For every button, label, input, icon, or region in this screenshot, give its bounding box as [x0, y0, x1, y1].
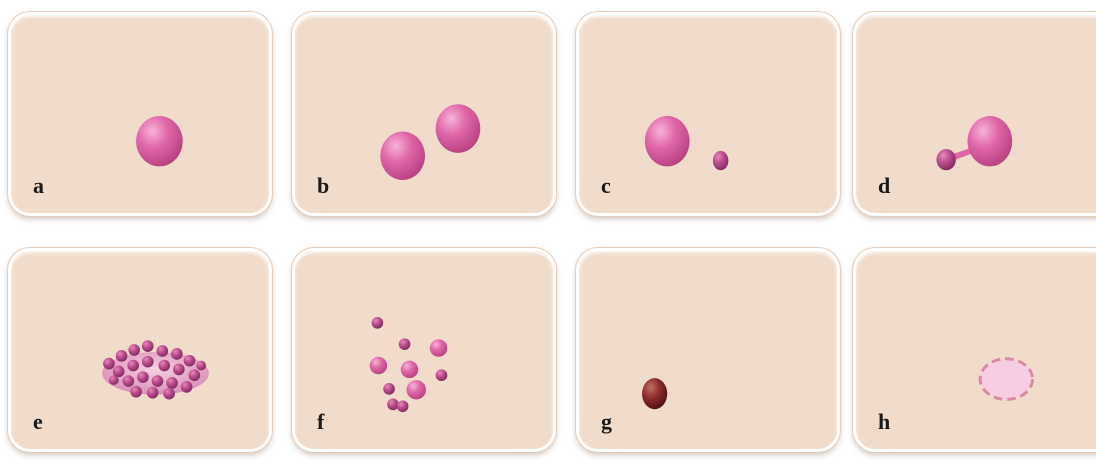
ghost-cell: [978, 357, 1035, 401]
panel-label-f: f: [317, 409, 325, 434]
panel-f-illustration: [369, 317, 448, 413]
panel-label-b: b: [317, 173, 330, 198]
small-cell: [712, 150, 729, 171]
panel-g-illustration: [642, 378, 668, 410]
panel-label-g: g: [601, 409, 612, 434]
panel-e: e: [8, 248, 272, 452]
bud-cell: [936, 148, 956, 171]
panel-f: f: [292, 248, 556, 452]
panel-g: g: [576, 248, 840, 452]
panel-c-illustration: [644, 115, 729, 171]
panel-h-illustration: [978, 357, 1035, 401]
panel-label-h: h: [878, 409, 891, 434]
panel-b-illustration: [380, 104, 481, 180]
apoptotic-bodies: [369, 317, 448, 413]
large-cell: [644, 115, 690, 167]
panel-b: b: [292, 12, 556, 216]
panel-label-a: a: [33, 173, 44, 198]
panel-a: a: [8, 12, 272, 216]
panel-label-c: c: [601, 173, 611, 198]
single-cell: [136, 115, 183, 167]
parent-cell: [967, 115, 1013, 167]
panel-d: d: [853, 12, 1096, 216]
condensed-cell: [642, 378, 668, 410]
panel-label-e: e: [33, 409, 43, 434]
panel-a-illustration: [136, 115, 183, 167]
panel-c: c: [576, 12, 840, 216]
panel-e-illustration: [102, 340, 209, 400]
panel-h: h: [853, 248, 1096, 452]
panel-label-d: d: [878, 173, 891, 198]
daughter-cell-left: [380, 131, 425, 180]
panel-d-illustration: [936, 115, 1013, 171]
surface-blebs: [103, 340, 206, 400]
daughter-cell-right: [435, 104, 481, 153]
